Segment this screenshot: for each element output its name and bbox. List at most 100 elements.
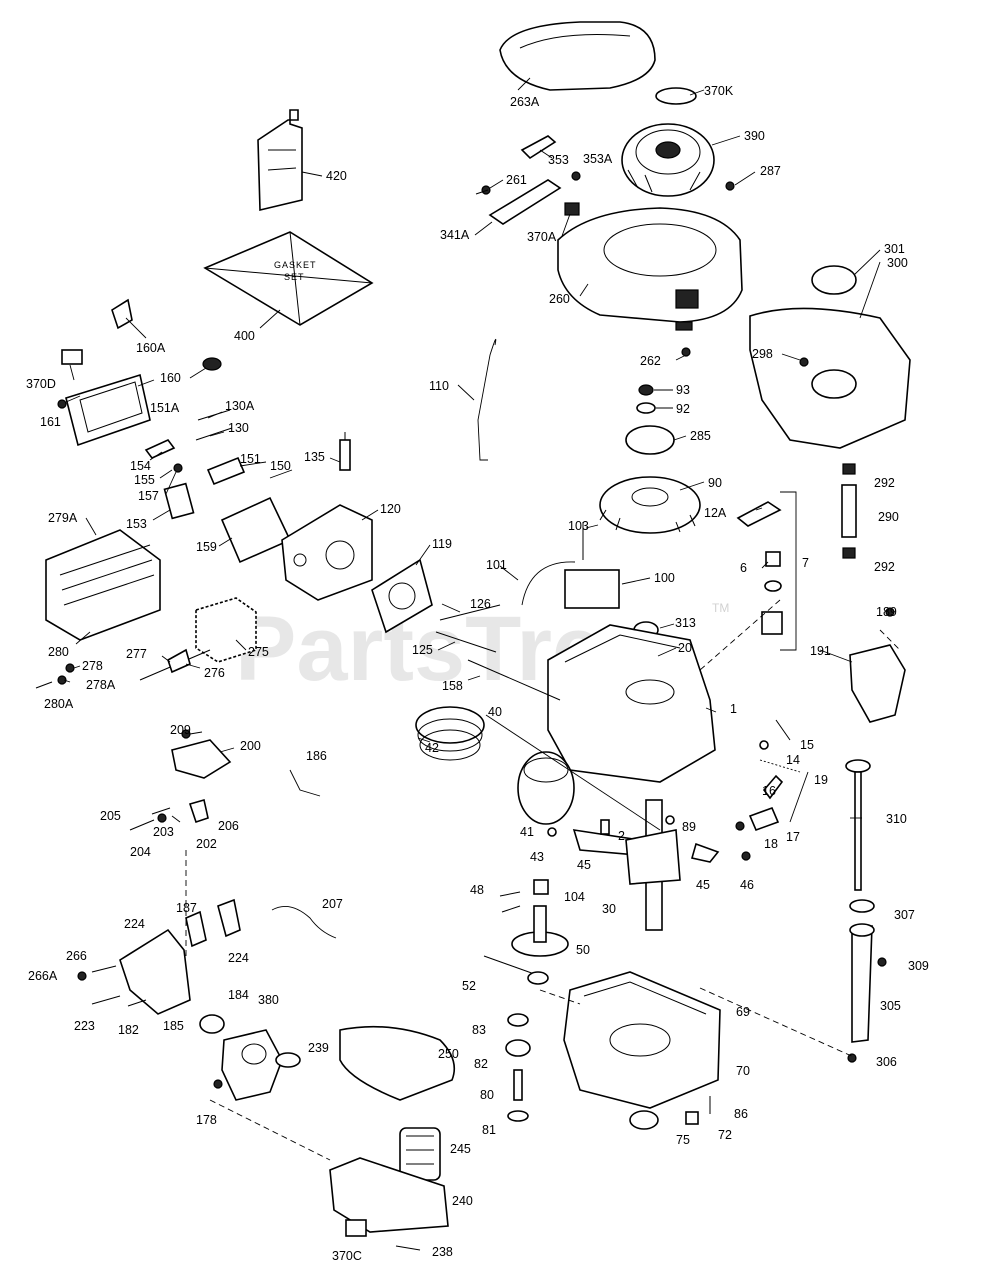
valve-125 [435, 631, 497, 653]
label-7: 7 [802, 556, 809, 570]
label-150: 150 [270, 459, 291, 473]
washer-92 [636, 402, 656, 414]
box-text-line1: GASKET [274, 260, 317, 270]
label-101: 101 [486, 558, 507, 572]
label-184: 184 [228, 988, 249, 1002]
shaft-80 [513, 1069, 523, 1101]
label-158: 158 [442, 679, 463, 693]
label-266A: 266A [28, 969, 58, 983]
ignition-module-100 [564, 569, 620, 609]
label-100: 100 [654, 571, 675, 585]
label-370D: 370D [26, 377, 56, 391]
label-275: 275 [248, 645, 269, 659]
label-277: 277 [126, 647, 147, 661]
label-290: 290 [878, 510, 899, 524]
decal-370C [345, 1219, 367, 1237]
label-45b: 45 [696, 878, 710, 892]
screw-238 [395, 1245, 421, 1251]
label-135: 135 [304, 450, 325, 464]
clip-43 [547, 827, 557, 837]
label-309: 309 [908, 959, 929, 973]
screw-205 [151, 807, 171, 815]
label-207: 207 [322, 897, 343, 911]
cylinder-head-120 [281, 504, 373, 601]
fuel-line-290 [841, 484, 857, 538]
label-209: 209 [170, 723, 191, 737]
label-280: 280 [48, 645, 69, 659]
label-75: 75 [676, 1133, 690, 1147]
blower-housing-260 [557, 207, 743, 331]
gasket-160A [111, 298, 133, 330]
label-157: 157 [138, 489, 159, 503]
label-263A: 263A [510, 95, 540, 109]
key-89 [665, 815, 675, 825]
label-178: 178 [196, 1113, 217, 1127]
nut-278 [65, 663, 75, 673]
label-203: 203 [153, 825, 174, 839]
label-420: 420 [326, 169, 347, 183]
screw-48 [499, 891, 521, 897]
fill-tube-305 [849, 923, 875, 1043]
screw-182 [127, 999, 147, 1007]
oil-bottle-420 [257, 109, 303, 212]
label-260: 260 [549, 292, 570, 306]
bracket-40 [485, 714, 661, 831]
valve-seat [764, 580, 782, 592]
screw-353A [571, 171, 581, 181]
gasket-153 [163, 482, 195, 520]
cap-104 [533, 879, 549, 895]
pushrod-130 [195, 427, 233, 441]
label-200: 200 [240, 739, 261, 753]
label-125: 125 [412, 643, 433, 657]
label-238: 238 [432, 1245, 453, 1259]
label-182: 182 [118, 1023, 139, 1037]
gasket-set-box-400: GASKET SET [203, 231, 374, 326]
label-224a: 224 [124, 917, 145, 931]
bolt-46 [741, 851, 751, 861]
label-353: 353 [548, 153, 569, 167]
lever-16 [762, 774, 784, 800]
link-15 [775, 719, 791, 741]
label-151A: 151A [150, 401, 180, 415]
label-380: 380 [258, 993, 279, 1007]
label-245: 245 [450, 1142, 471, 1156]
label-92: 92 [676, 402, 690, 416]
label-370A: 370A [527, 230, 557, 244]
gasket-224 [217, 898, 241, 938]
screw-161 [57, 399, 67, 409]
label-161: 161 [40, 415, 61, 429]
label-155: 155 [134, 473, 155, 487]
washer-278A [57, 675, 67, 685]
rocker-cover-160 [65, 373, 151, 447]
label-202: 202 [196, 837, 217, 851]
label-46: 46 [740, 878, 754, 892]
label-50: 50 [576, 943, 590, 957]
bracket-276 [167, 648, 191, 674]
label-52: 52 [462, 979, 476, 993]
rod-cap-45 [690, 842, 720, 863]
screw-204 [129, 819, 155, 831]
label-104: 104 [564, 890, 585, 904]
label-250: 250 [438, 1047, 459, 1061]
label-239: 239 [308, 1041, 329, 1055]
label-6: 6 [740, 561, 747, 575]
dipstick-310 [845, 759, 871, 891]
blower-cover-top-263A [499, 21, 656, 91]
label-15: 15 [800, 738, 814, 752]
control-assembly-200 [171, 739, 232, 779]
sump-70 [563, 971, 721, 1109]
air-cleaner-cover-250 [339, 1025, 456, 1101]
gear-83 [507, 1013, 529, 1027]
label-187: 187 [176, 901, 197, 915]
label-16: 16 [762, 784, 776, 798]
label-2: 2 [618, 829, 625, 843]
label-285: 285 [690, 429, 711, 443]
washer-266A [77, 971, 87, 981]
label-160: 160 [160, 371, 181, 385]
label-19: 19 [814, 773, 828, 787]
label-370K: 370K [704, 84, 734, 98]
guide-plate-151 [206, 456, 246, 486]
label-292a: 292 [874, 476, 895, 490]
gasket-187 [185, 910, 207, 948]
screw-223 [91, 995, 121, 1005]
